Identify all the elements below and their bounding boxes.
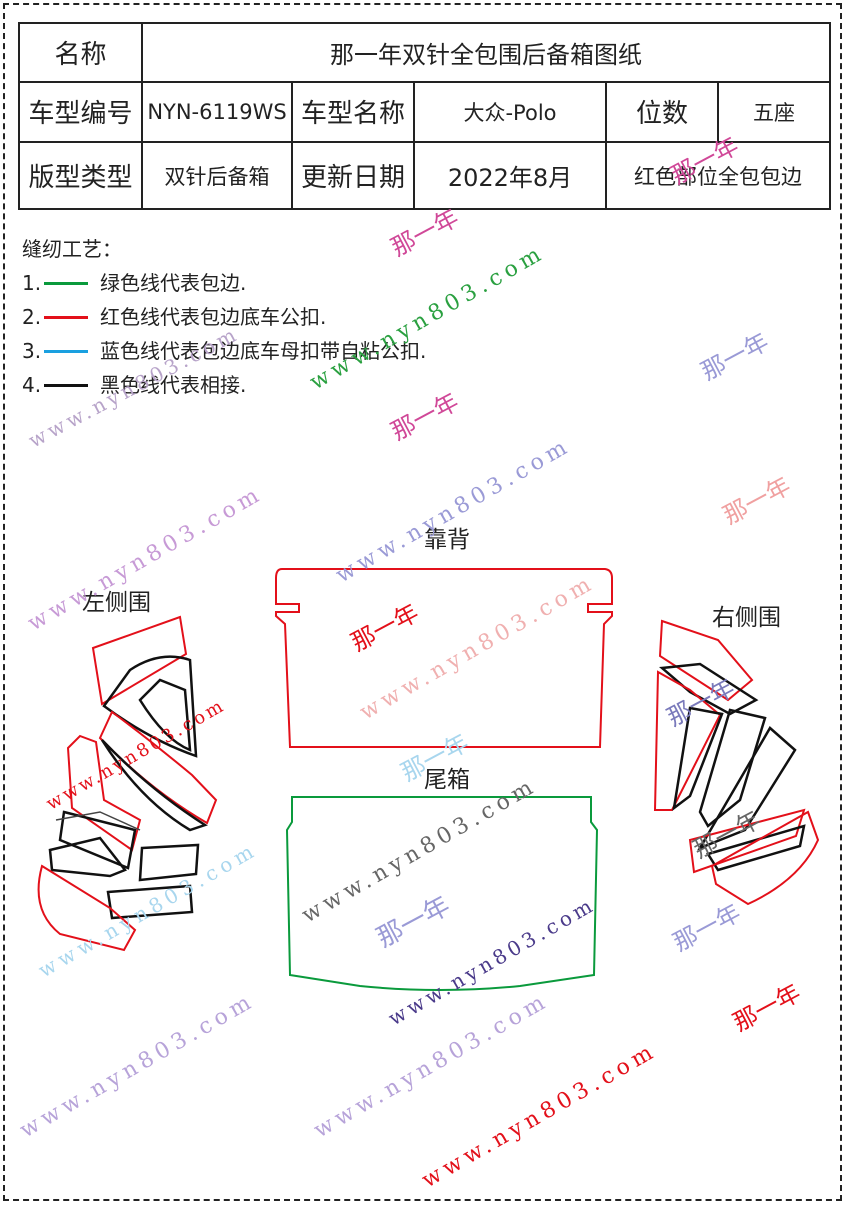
legend-title: 缝纫工艺： [22,237,122,261]
right-side-piece [697,726,797,851]
name-value: 那一年双针全包围后备箱图纸 [140,22,832,83]
name-label: 名称 [18,22,143,83]
pattern-type-label: 版型类型 [18,141,143,210]
backrest-panel [275,568,613,748]
pattern-type-value: 双针后备箱 [141,141,293,210]
right-side-piece [653,670,722,811]
legend-item: 1. 绿色线代表包边. [22,271,247,295]
note-value: 红色部位全包包边 [604,141,832,210]
update-label: 更新日期 [291,141,415,210]
legend-item: 2. 红色线代表包边底车公扣. [22,305,327,329]
model-name-label: 车型名称 [291,80,415,144]
spec-table: 名称 那一年双针全包围后备箱图纸 车型编号 NYN-6119WS 车型名称 大众… [18,22,832,210]
model-name-value: 大众-Polo [413,80,607,144]
left-side-piece [91,615,188,706]
left-side-piece [55,811,141,831]
seats-label: 位数 [605,80,719,144]
right-side-label: 右侧围 [712,605,781,631]
left-side-piece [58,810,137,870]
black-line-swatch [44,383,88,387]
left-side-piece [102,655,198,758]
left-side-piece [48,836,128,878]
page-border [3,3,842,1201]
right-side-piece [688,808,806,874]
trunk-floor-panel [285,796,599,991]
blue-line-swatch [44,349,88,353]
legend-item: 4. 黑色线代表相接. [22,373,247,397]
model-code-value: NYN-6119WS [141,80,293,144]
left-side-piece [100,739,208,832]
right-side-piece [698,708,767,828]
backrest-label: 靠背 [424,527,470,553]
model-code-label: 车型编号 [18,80,143,144]
seats-value: 五座 [716,80,832,144]
red-line-swatch [44,315,88,319]
update-value: 2022年8月 [413,141,607,210]
legend-item: 3. 蓝色线代表包边底车母扣带自粘公扣. [22,339,427,363]
left-side-piece [138,843,200,882]
left-side-piece [138,678,192,752]
green-line-swatch [44,281,88,285]
right-side-piece [710,810,820,906]
left-side-piece [37,864,137,952]
right-side-piece [672,706,724,811]
left-side-label: 左侧围 [82,590,151,616]
trunk-label: 尾箱 [424,767,470,793]
sewing-legend: 缝纫工艺： 1. 绿色线代表包边. 2. 红色线代表包边底车公扣. 3. 蓝色线… [22,232,426,402]
